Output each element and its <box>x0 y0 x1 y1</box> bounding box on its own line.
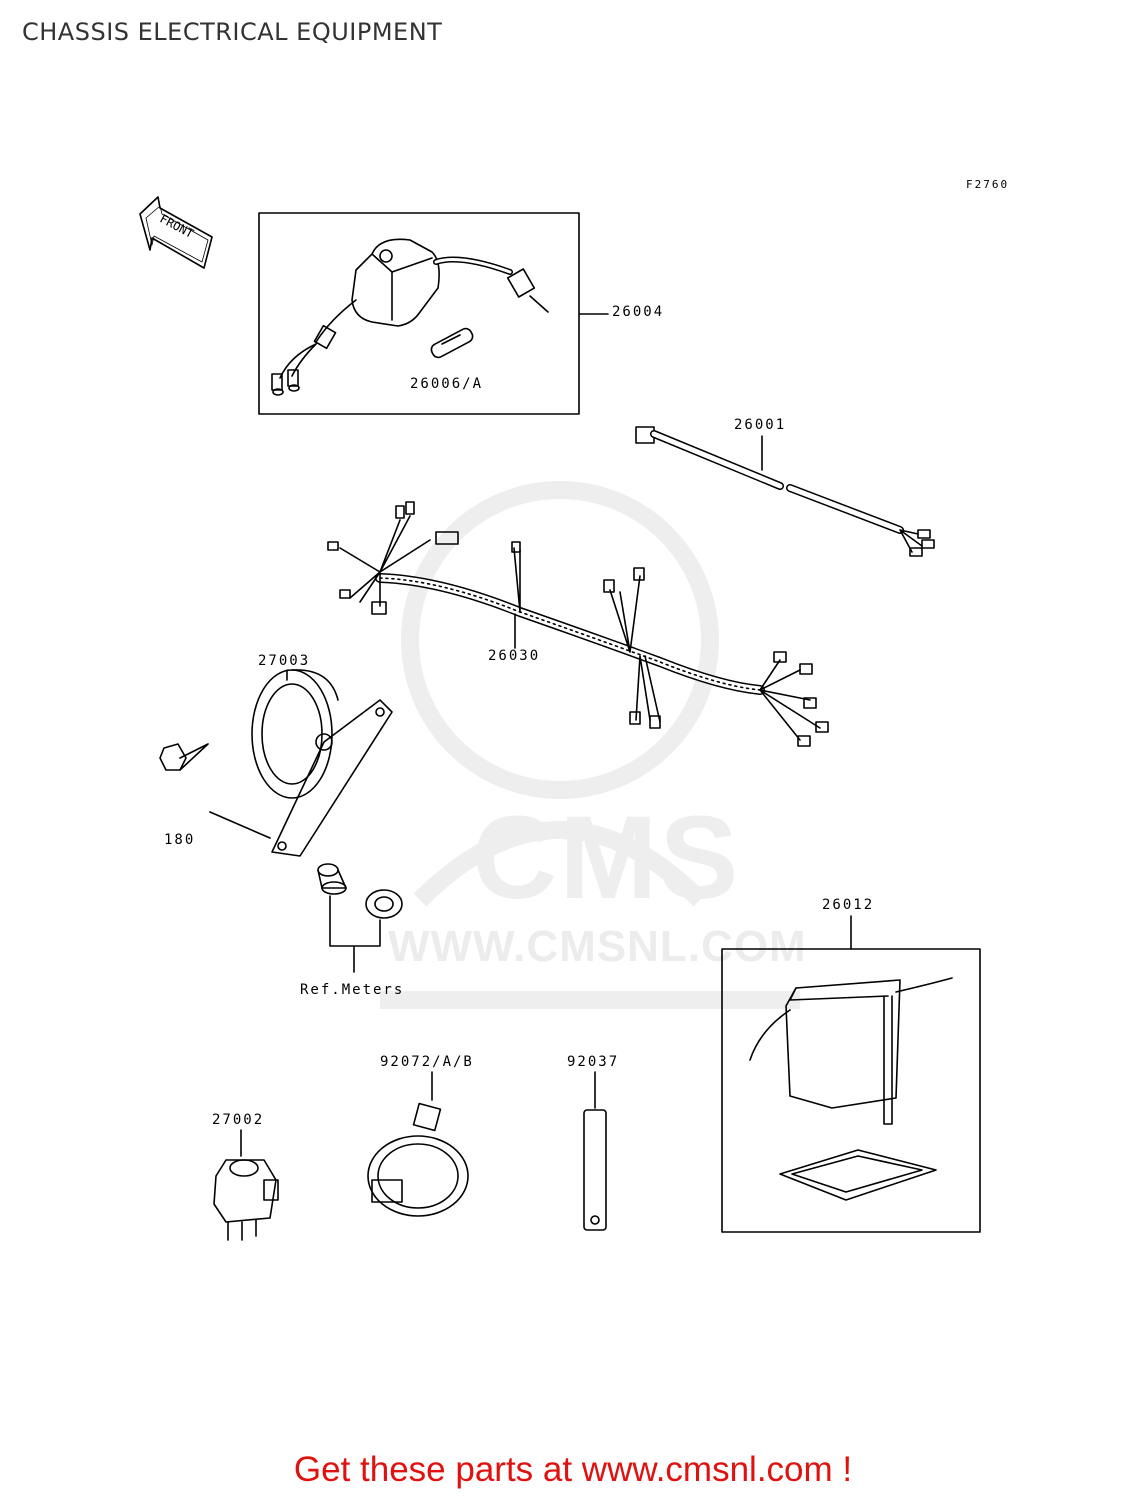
horn-icon <box>251 669 393 857</box>
ref-bracket-line <box>329 895 381 973</box>
battery-icon <box>749 977 953 1201</box>
front-arrow-icon: FRONT <box>139 196 213 269</box>
label-180: 180 <box>164 832 196 848</box>
label-26004: 26004 <box>612 304 665 320</box>
label-ref-meters: Ref.Meters <box>300 982 405 998</box>
grommet-icon <box>365 889 403 919</box>
fuse-icon <box>430 327 474 359</box>
watermark-url: WWW.CMSNL.COM <box>388 922 807 971</box>
label-26001: 26001 <box>734 417 787 433</box>
label-26006: 26006/A <box>410 376 484 392</box>
regulator-box <box>258 212 580 415</box>
label-92037: 92037 <box>567 1054 620 1070</box>
label-92072: 92072/A/B <box>380 1054 474 1070</box>
label-26030: 26030 <box>488 648 541 664</box>
main-harness-icon <box>327 501 829 747</box>
front-arrow-label: FRONT <box>158 212 196 241</box>
watermark-mascot <box>380 481 800 1009</box>
label-26012: 26012 <box>822 897 875 913</box>
collar-icon <box>317 863 347 895</box>
page-title: CHASSIS ELECTRICAL EQUIPMENT <box>22 18 443 46</box>
label-27002: 27002 <box>212 1112 265 1128</box>
figure-code: F2760 <box>966 178 1010 191</box>
regulator-icon <box>271 238 549 396</box>
bolt-icon <box>159 743 271 839</box>
footer-link[interactable]: Get these parts at www.cmsnl.com ! <box>293 1450 853 1489</box>
lead-wire-icon <box>635 426 935 557</box>
switch-icon <box>213 1129 279 1241</box>
band-icon <box>367 1071 469 1217</box>
label-27003: 27003 <box>258 653 311 669</box>
strap-icon <box>583 1071 607 1231</box>
